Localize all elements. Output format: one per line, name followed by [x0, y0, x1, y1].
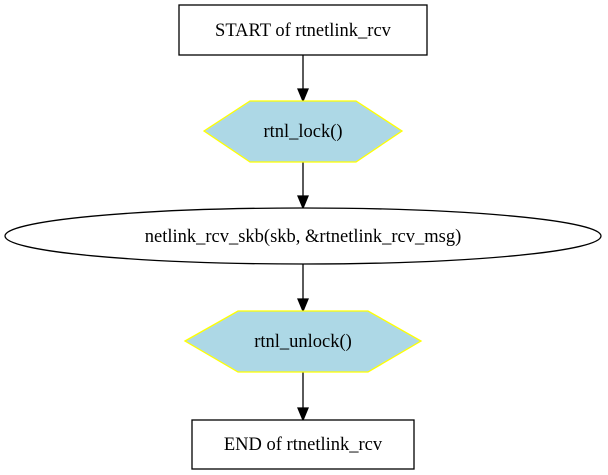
node-start: START of rtnetlink_rcv	[178, 4, 428, 56]
start-label: START of rtnetlink_rcv	[215, 21, 392, 41]
node-lock: rtnl_lock()	[202, 100, 404, 163]
edge-start-to-lock	[297, 55, 309, 103]
lock-label: rtnl_lock()	[263, 122, 342, 142]
node-end: END of rtnetlink_rcv	[191, 419, 415, 470]
node-rcv: netlink_rcv_skb(skb, &rtnetlink_rcv_msg)	[4, 207, 602, 265]
rcv-label: netlink_rcv_skb(skb, &rtnetlink_rcv_msg)	[145, 227, 462, 247]
edge-unlock-to-end	[297, 372, 309, 422]
edge-rcv-to-unlock	[297, 263, 309, 313]
unlock-label: rtnl_unlock()	[254, 332, 352, 352]
node-unlock: rtnl_unlock()	[183, 310, 423, 373]
end-box	[191, 419, 415, 470]
edge-lock-to-rcv	[297, 162, 309, 210]
unlock-hexagon	[183, 310, 423, 373]
lock-hexagon	[202, 100, 404, 163]
rcv-ellipse	[4, 207, 602, 265]
start-box	[178, 4, 428, 56]
edges	[297, 55, 309, 422]
end-label: END of rtnetlink_rcv	[224, 435, 383, 455]
